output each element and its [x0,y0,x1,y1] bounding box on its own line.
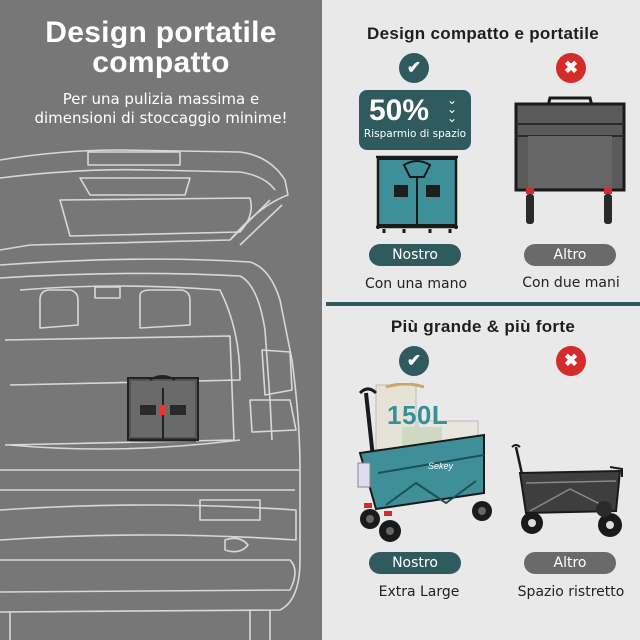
x-icon: ✖ [556,53,586,83]
section-title-compact: Design compatto e portatile [367,24,599,43]
other-caption: Spazio ristretto [517,584,625,600]
saving-label: Risparmio di spazio [363,128,467,140]
folded-cart-in-trunk [127,375,199,442]
chevrons-down-icon: ⌄⌄⌄ [447,93,458,125]
other-label-pill: Altro [524,552,616,574]
other-caption: Con due mani [522,275,620,291]
ours-label-pill: Nostro [369,244,461,266]
ours-caption: Con una mano [364,276,468,292]
x-glyph: ✖ [563,351,579,370]
folded-cart-ours-image [376,155,458,233]
capacity-label: 150L [387,400,449,430]
subtitle-line-1: Per una pulizia massima e [62,90,260,108]
check-icon: ✔ [399,53,429,83]
comparison-panel: Design compatto e portatile ✔ ✖ 50% ⌄⌄⌄ … [326,0,640,640]
other-label-pill: Altro [524,244,616,266]
section-divider [326,302,640,306]
check-glyph: ✔ [406,351,422,370]
left-panel: Design portatile compatto Per una pulizi… [0,0,322,640]
saving-percent: 50% [369,94,430,127]
x-icon: ✖ [556,346,586,376]
small-cart-other-image [511,444,623,537]
ours-caption: Extra Large [378,584,460,600]
check-icon: ✔ [399,346,429,376]
space-saving-badge: 50% ⌄⌄⌄ Risparmio di spazio [359,90,471,150]
folded-cart-other-image [514,96,626,224]
car-trunk-illustration [0,149,301,640]
subtitle: Per una pulizia massima e dimensioni di … [0,90,322,128]
ours-label-pill: Nostro [369,552,461,574]
headline-line-2: compatto [92,46,230,79]
loaded-cart-ours-image: Sekey [357,383,492,542]
x-glyph: ✖ [563,58,579,77]
brand-logo: Sekey [428,461,454,471]
headline-line-1: Design portatile [45,16,277,49]
subtitle-line-2: dimensioni di stoccaggio minime! [34,109,288,127]
section-title-bigger: Più grande & più forte [390,317,576,336]
headline: Design portatile compatto [0,18,322,78]
panel-divider [322,0,326,640]
check-glyph: ✔ [406,58,422,77]
